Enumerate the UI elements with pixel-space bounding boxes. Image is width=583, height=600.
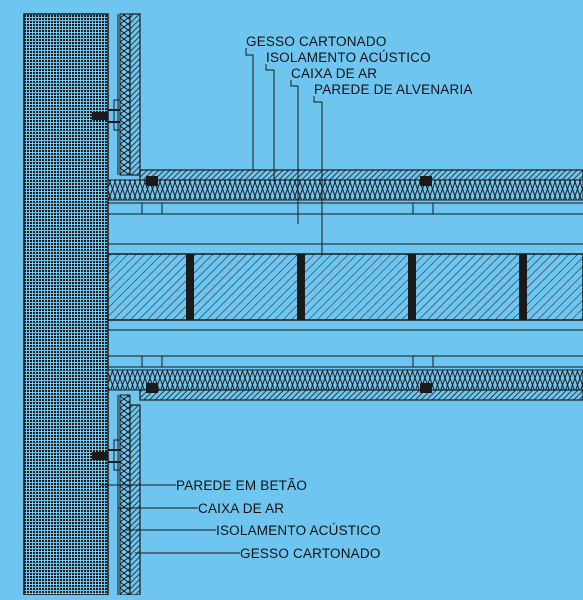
bottom-leaders	[100, 484, 240, 554]
lower-lining	[107, 355, 583, 401]
label-masonry: PAREDE DE ALVENARIA	[314, 82, 473, 97]
wall-anchor-bottom	[92, 439, 121, 471]
label-concrete: PAREDE EM BETÃO	[176, 478, 307, 493]
label-gypsum-bottom: GESSO CARTONADO	[240, 546, 381, 561]
vertical-lining-bottom	[117, 394, 141, 596]
upper-lining	[107, 169, 583, 215]
top-leaders	[245, 48, 323, 254]
label-air-gap-bottom: CAIXA DE AR	[198, 501, 284, 516]
concrete-wall	[23, 13, 109, 596]
label-insulation-top: ISOLAMENTO ACÚSTICO	[266, 50, 431, 65]
vertical-lining-top	[117, 13, 141, 176]
wall-anchor-top	[92, 99, 121, 131]
masonry-wall	[107, 243, 583, 331]
label-air-gap-top: CAIXA DE AR	[291, 66, 377, 81]
label-gypsum-top: GESSO CARTONADO	[246, 34, 387, 49]
label-insulation-bottom: ISOLAMENTO ACÚSTICO	[216, 523, 381, 538]
